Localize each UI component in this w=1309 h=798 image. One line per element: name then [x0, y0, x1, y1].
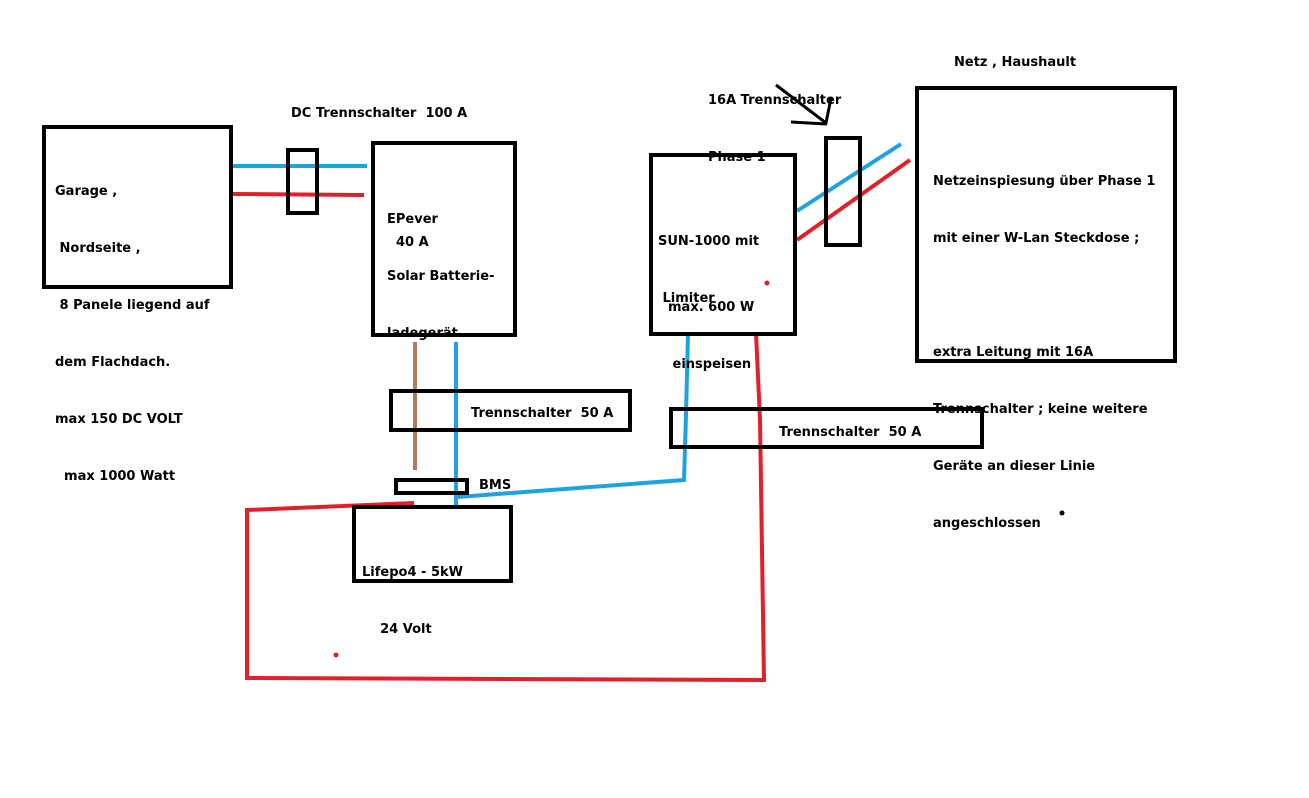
breaker-right-box: Trennschalter 50 A	[669, 407, 984, 449]
grid-switch-label-line: 16A Trennschalter	[708, 93, 842, 108]
battery-line: Lifepo4 - 5kW	[362, 565, 463, 580]
grid-line: mit einer W-Lan Steckdose ;	[933, 231, 1140, 246]
inverter-output-text: max. 600 W einspeisen	[668, 260, 754, 412]
grid-line	[933, 286, 1155, 305]
inverter-box: SUN-1000 mit Limiter max. 600 W einspeis…	[649, 153, 797, 372]
grid-title: Netz , Haushault	[954, 55, 1077, 70]
battery-text: Lifepo4 - 5kW 24 Volt	[362, 525, 463, 677]
grid-line: Geräte an dieser Linie	[933, 459, 1096, 474]
battery-box: Lifepo4 - 5kW 24 Volt	[352, 505, 513, 637]
dot-red-loop	[333, 652, 339, 658]
charger-line: EPever	[387, 212, 438, 227]
breaker-left-box: Trennschalter 50 A	[389, 389, 632, 432]
solar-panels-line: Garage ,	[55, 184, 118, 199]
charger-line: ladegerät	[387, 326, 458, 341]
dot-black	[1059, 510, 1065, 516]
arrow-icon-base	[790, 120, 827, 126]
grid-switch-label: 16A Trennschalter Phase 1	[708, 53, 841, 186]
bms-box	[394, 478, 469, 495]
solar-panels-line: max 150 DC VOLT	[55, 412, 183, 427]
dc-switch-label: DC Trennschalter 100 A	[291, 106, 468, 121]
inverter-output-line: einspeisen	[668, 357, 752, 372]
grid-switch-label-line: Phase 1	[708, 150, 766, 165]
grid-line: Netzeinspiesung über Phase 1	[933, 174, 1156, 189]
breaker-right-label: Trennschalter 50 A	[779, 425, 922, 440]
charger-text: EPever Solar Batterie- ladegerät	[387, 172, 494, 381]
grid-switch-box	[824, 136, 862, 247]
charger-line: Solar Batterie-	[387, 269, 495, 284]
solar-panels-line: dem Flachdach.	[55, 355, 171, 370]
panel-wire-negative	[231, 192, 365, 197]
solar-panels-line: 8 Panele liegend auf	[55, 298, 210, 313]
solar-panels-line: Nordseite ,	[55, 241, 141, 256]
inverter-line: SUN-1000 mit	[658, 234, 760, 249]
solar-panels-line: max 1000 Watt	[55, 469, 176, 484]
solar-panels-text: Garage , Nordseite , 8 Panele liegend au…	[55, 144, 210, 524]
solar-panels-box: Garage , Nordseite , 8 Panele liegend au…	[42, 125, 233, 484]
battery-inverter-wire-red	[245, 332, 767, 683]
breaker-left-label: Trennschalter 50 A	[471, 406, 614, 421]
grid-wire-red	[795, 158, 912, 242]
grid-text: Netzeinspiesung über Phase 1 mit einer W…	[933, 134, 1155, 571]
grid-wire-blue	[795, 142, 903, 213]
dot-red-inverter	[764, 280, 770, 286]
grid-line: extra Leitung mit 16A	[933, 345, 1094, 360]
inverter-output-line: max. 600 W	[668, 300, 755, 315]
grid-box: Netzeinspiesung über Phase 1 mit einer W…	[915, 86, 1177, 531]
inverter-text: SUN-1000 mit Limiter	[658, 194, 759, 346]
dc-switch-box	[286, 148, 319, 215]
grid-line: angeschlossen	[933, 516, 1041, 531]
battery-line: 24 Volt	[362, 622, 432, 637]
bms-label: BMS	[479, 478, 512, 493]
inverter-line: Limiter	[658, 291, 715, 306]
charger-current: 40 A	[396, 235, 429, 250]
charger-box: EPever Solar Batterie- ladegerät 40 A	[371, 141, 517, 341]
